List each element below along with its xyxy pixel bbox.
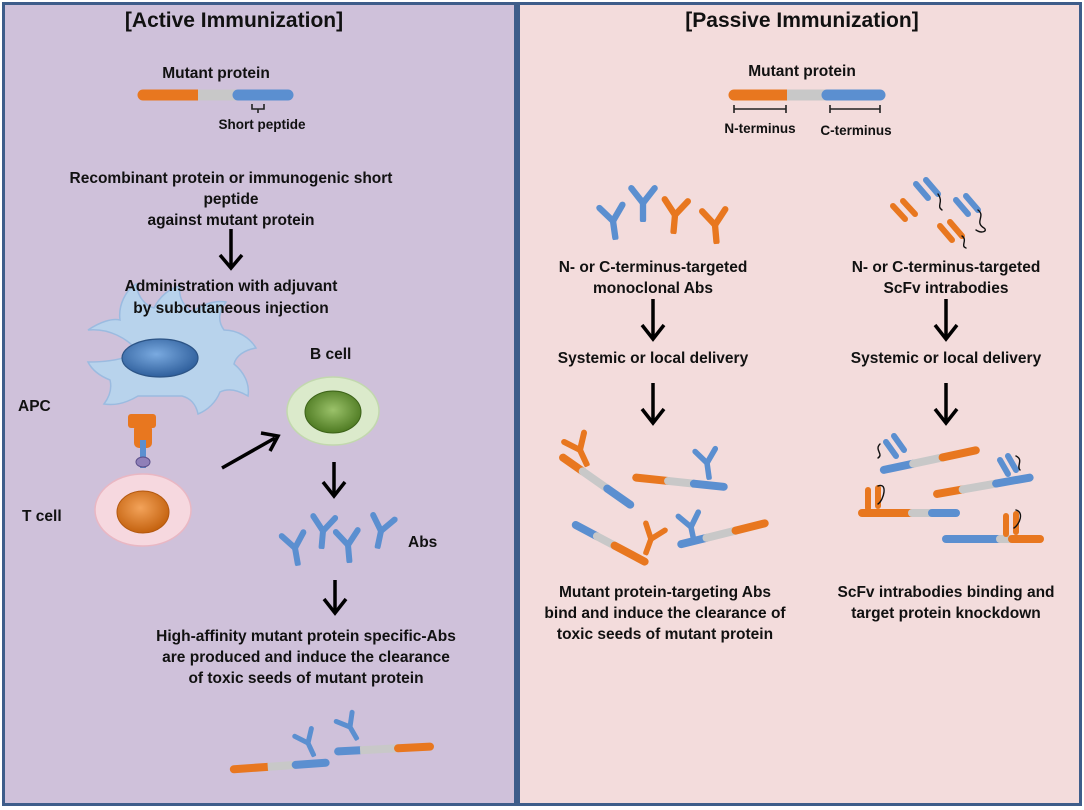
arrow-down-icon: [218, 229, 244, 271]
arrow-down-icon: [933, 299, 959, 342]
t-cell: [94, 473, 192, 547]
active-result-line-1: High-affinity mutant protein specific-Ab…: [156, 628, 456, 645]
arrow-down-icon: [322, 580, 348, 616]
arrow-down-icon: [321, 462, 347, 499]
t-cell-label: T cell: [22, 508, 62, 525]
monoclonal-result-line-1: Mutant protein-targeting Abs: [558, 584, 772, 601]
apc-cell: [86, 282, 258, 468]
active-mutant-protein-bar: [137, 89, 294, 113]
antibody-bound-proteins: [559, 433, 769, 566]
passive-title: [Passive Immunization]: [685, 9, 919, 32]
passive-immunization-panel: [517, 2, 1082, 806]
passive-mutant-protein-label: Mutant protein: [748, 63, 856, 80]
apc-label: APC: [18, 398, 51, 415]
arrow-down-icon: [640, 383, 666, 426]
n-terminus-label: N-terminus: [724, 121, 796, 136]
active-result-line-2: are produced and induce the clearance: [162, 649, 450, 666]
passive-mutant-protein-bar: [728, 89, 886, 113]
monoclonal-result-line-2: bind and induce the clearance of: [544, 605, 786, 622]
step2-line-2: by subcutaneous injection: [133, 300, 329, 317]
scfv-delivery: Systemic or local delivery: [850, 350, 1042, 367]
monoclonal-target-line-1: N- or C-terminus-targeted: [558, 259, 748, 276]
b-cell: [286, 376, 380, 446]
step1-line-2: peptide: [203, 191, 259, 208]
b-cell-label: B cell: [310, 346, 352, 363]
bound-antibody-protein-complex: [229, 712, 434, 774]
scfv-intrabodies-group: [890, 177, 986, 249]
active-title: [Active Immunization]: [124, 9, 344, 32]
arrow-up-right-icon: [221, 431, 281, 470]
scfv-target-line-1: N- or C-terminus-targeted: [851, 259, 1041, 276]
scfv-target-line-2: ScFv intrabodies: [883, 280, 1009, 297]
active-immunization-panel: [2, 2, 517, 806]
short-peptide-label: Short peptide: [218, 117, 306, 132]
step2-line-1: Administration with adjuvant: [124, 278, 338, 295]
active-mutant-protein-label: Mutant protein: [162, 65, 270, 82]
monoclonal-result-line-3: toxic seeds of mutant protein: [556, 626, 774, 643]
antibodies-group: [282, 515, 395, 566]
c-terminus-label: C-terminus: [820, 123, 892, 138]
arrow-down-icon: [640, 299, 666, 342]
step1-line-3: against mutant protein: [147, 212, 315, 229]
scfv-result-line-2: target protein knockdown: [851, 605, 1041, 622]
scfv-bound-proteins: [858, 433, 1044, 543]
monoclonal-target-line-2: monoclonal Abs: [593, 280, 713, 297]
monoclonal-delivery: Systemic or local delivery: [557, 350, 749, 367]
step1-line-1: Recombinant protein or immunogenic short: [69, 170, 393, 187]
monoclonal-antibodies-group: [599, 188, 728, 243]
scfv-result-line-1: ScFv intrabodies binding and: [837, 584, 1055, 601]
arrow-down-icon: [933, 383, 959, 426]
active-result-line-3: of toxic seeds of mutant protein: [188, 670, 424, 687]
abs-label: Abs: [408, 534, 438, 551]
